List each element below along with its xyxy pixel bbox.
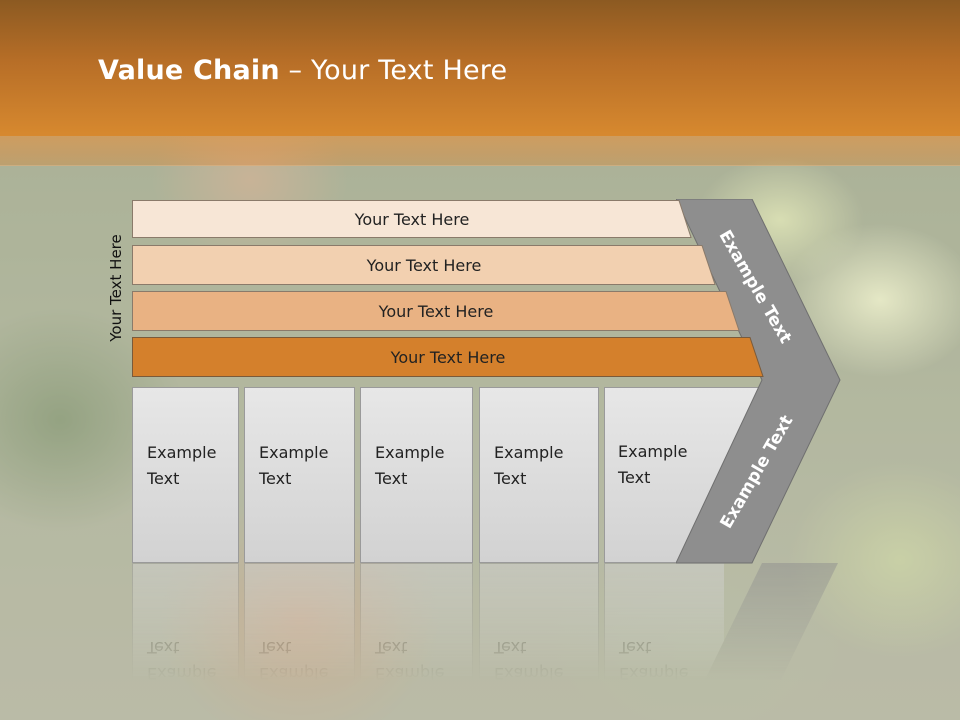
box-line-2: Text bbox=[259, 469, 292, 488]
support-bar-1[interactable]: Your Text Here bbox=[132, 200, 692, 238]
box-line-2: Text bbox=[147, 469, 180, 488]
box-line-2: Text bbox=[375, 469, 408, 488]
reflection-box: Example Text bbox=[132, 563, 239, 720]
reflection-box: Example Text bbox=[479, 563, 599, 720]
box-line-2: Text bbox=[147, 638, 180, 657]
activity-box-2[interactable]: Example Text bbox=[244, 387, 355, 563]
bar-shape bbox=[132, 337, 764, 377]
bar-label: Your Text Here bbox=[366, 255, 482, 275]
chevron-shape bbox=[676, 563, 838, 720]
box-line-1: Example bbox=[259, 664, 329, 683]
bar-shape bbox=[132, 291, 740, 331]
box-line-2: Text bbox=[494, 638, 527, 657]
reflection-box: Example Text bbox=[244, 563, 355, 720]
reflection: Example Text Example Text Example Text E… bbox=[0, 563, 960, 720]
box-line-2: Text bbox=[259, 638, 292, 657]
bar-shape bbox=[132, 200, 692, 238]
margin-chevron[interactable] bbox=[676, 199, 842, 565]
activity-box-4[interactable]: Example Text bbox=[479, 387, 599, 563]
support-bar-3[interactable]: Your Text Here bbox=[132, 291, 740, 331]
title-bold: Value Chain bbox=[98, 55, 280, 86]
bar-shape-fill bbox=[132, 291, 740, 331]
title-band: Value Chain – Your Text Here bbox=[0, 0, 960, 136]
box-line-1: Example bbox=[375, 664, 445, 683]
bar-label: Your Text Here bbox=[354, 209, 470, 229]
bar-shape-fill bbox=[132, 200, 692, 238]
box-line-1: Example bbox=[147, 664, 217, 683]
activity-box-1[interactable]: Example Text bbox=[132, 387, 239, 563]
bar-label: Your Text Here bbox=[378, 301, 494, 321]
reflection-inner: Example Text Example Text Example Text E… bbox=[0, 563, 960, 720]
support-bar-2[interactable]: Your Text Here bbox=[132, 245, 716, 285]
box-line-1: Example bbox=[618, 442, 688, 461]
reflection-chevron bbox=[676, 563, 838, 720]
title-rest: – Your Text Here bbox=[279, 55, 508, 86]
bar-shape bbox=[132, 245, 716, 285]
activity-box-5[interactable]: Example Text bbox=[604, 387, 754, 563]
title-band-strip bbox=[0, 136, 960, 166]
box-line-1: Example bbox=[147, 443, 217, 462]
box-line-1: Example bbox=[259, 443, 329, 462]
box-line-2: Text bbox=[375, 638, 408, 657]
support-bar-4[interactable]: Your Text Here bbox=[132, 337, 764, 377]
activity-box-3[interactable]: Example Text bbox=[360, 387, 473, 563]
box-line-1: Example bbox=[375, 443, 445, 462]
side-label[interactable]: Your Text Here bbox=[107, 234, 125, 342]
bar-shape-fill bbox=[132, 337, 764, 377]
box-line-2: Text bbox=[618, 468, 651, 487]
chevron-shape bbox=[676, 199, 841, 564]
box-line-1: Example bbox=[494, 443, 564, 462]
slide-title[interactable]: Value Chain – Your Text Here bbox=[98, 55, 507, 86]
box-line-1: Example bbox=[494, 664, 564, 683]
bar-shape-fill bbox=[132, 245, 716, 285]
bar-label: Your Text Here bbox=[390, 347, 506, 367]
reflection-box: Example Text bbox=[360, 563, 473, 720]
box-line-2: Text bbox=[494, 469, 527, 488]
